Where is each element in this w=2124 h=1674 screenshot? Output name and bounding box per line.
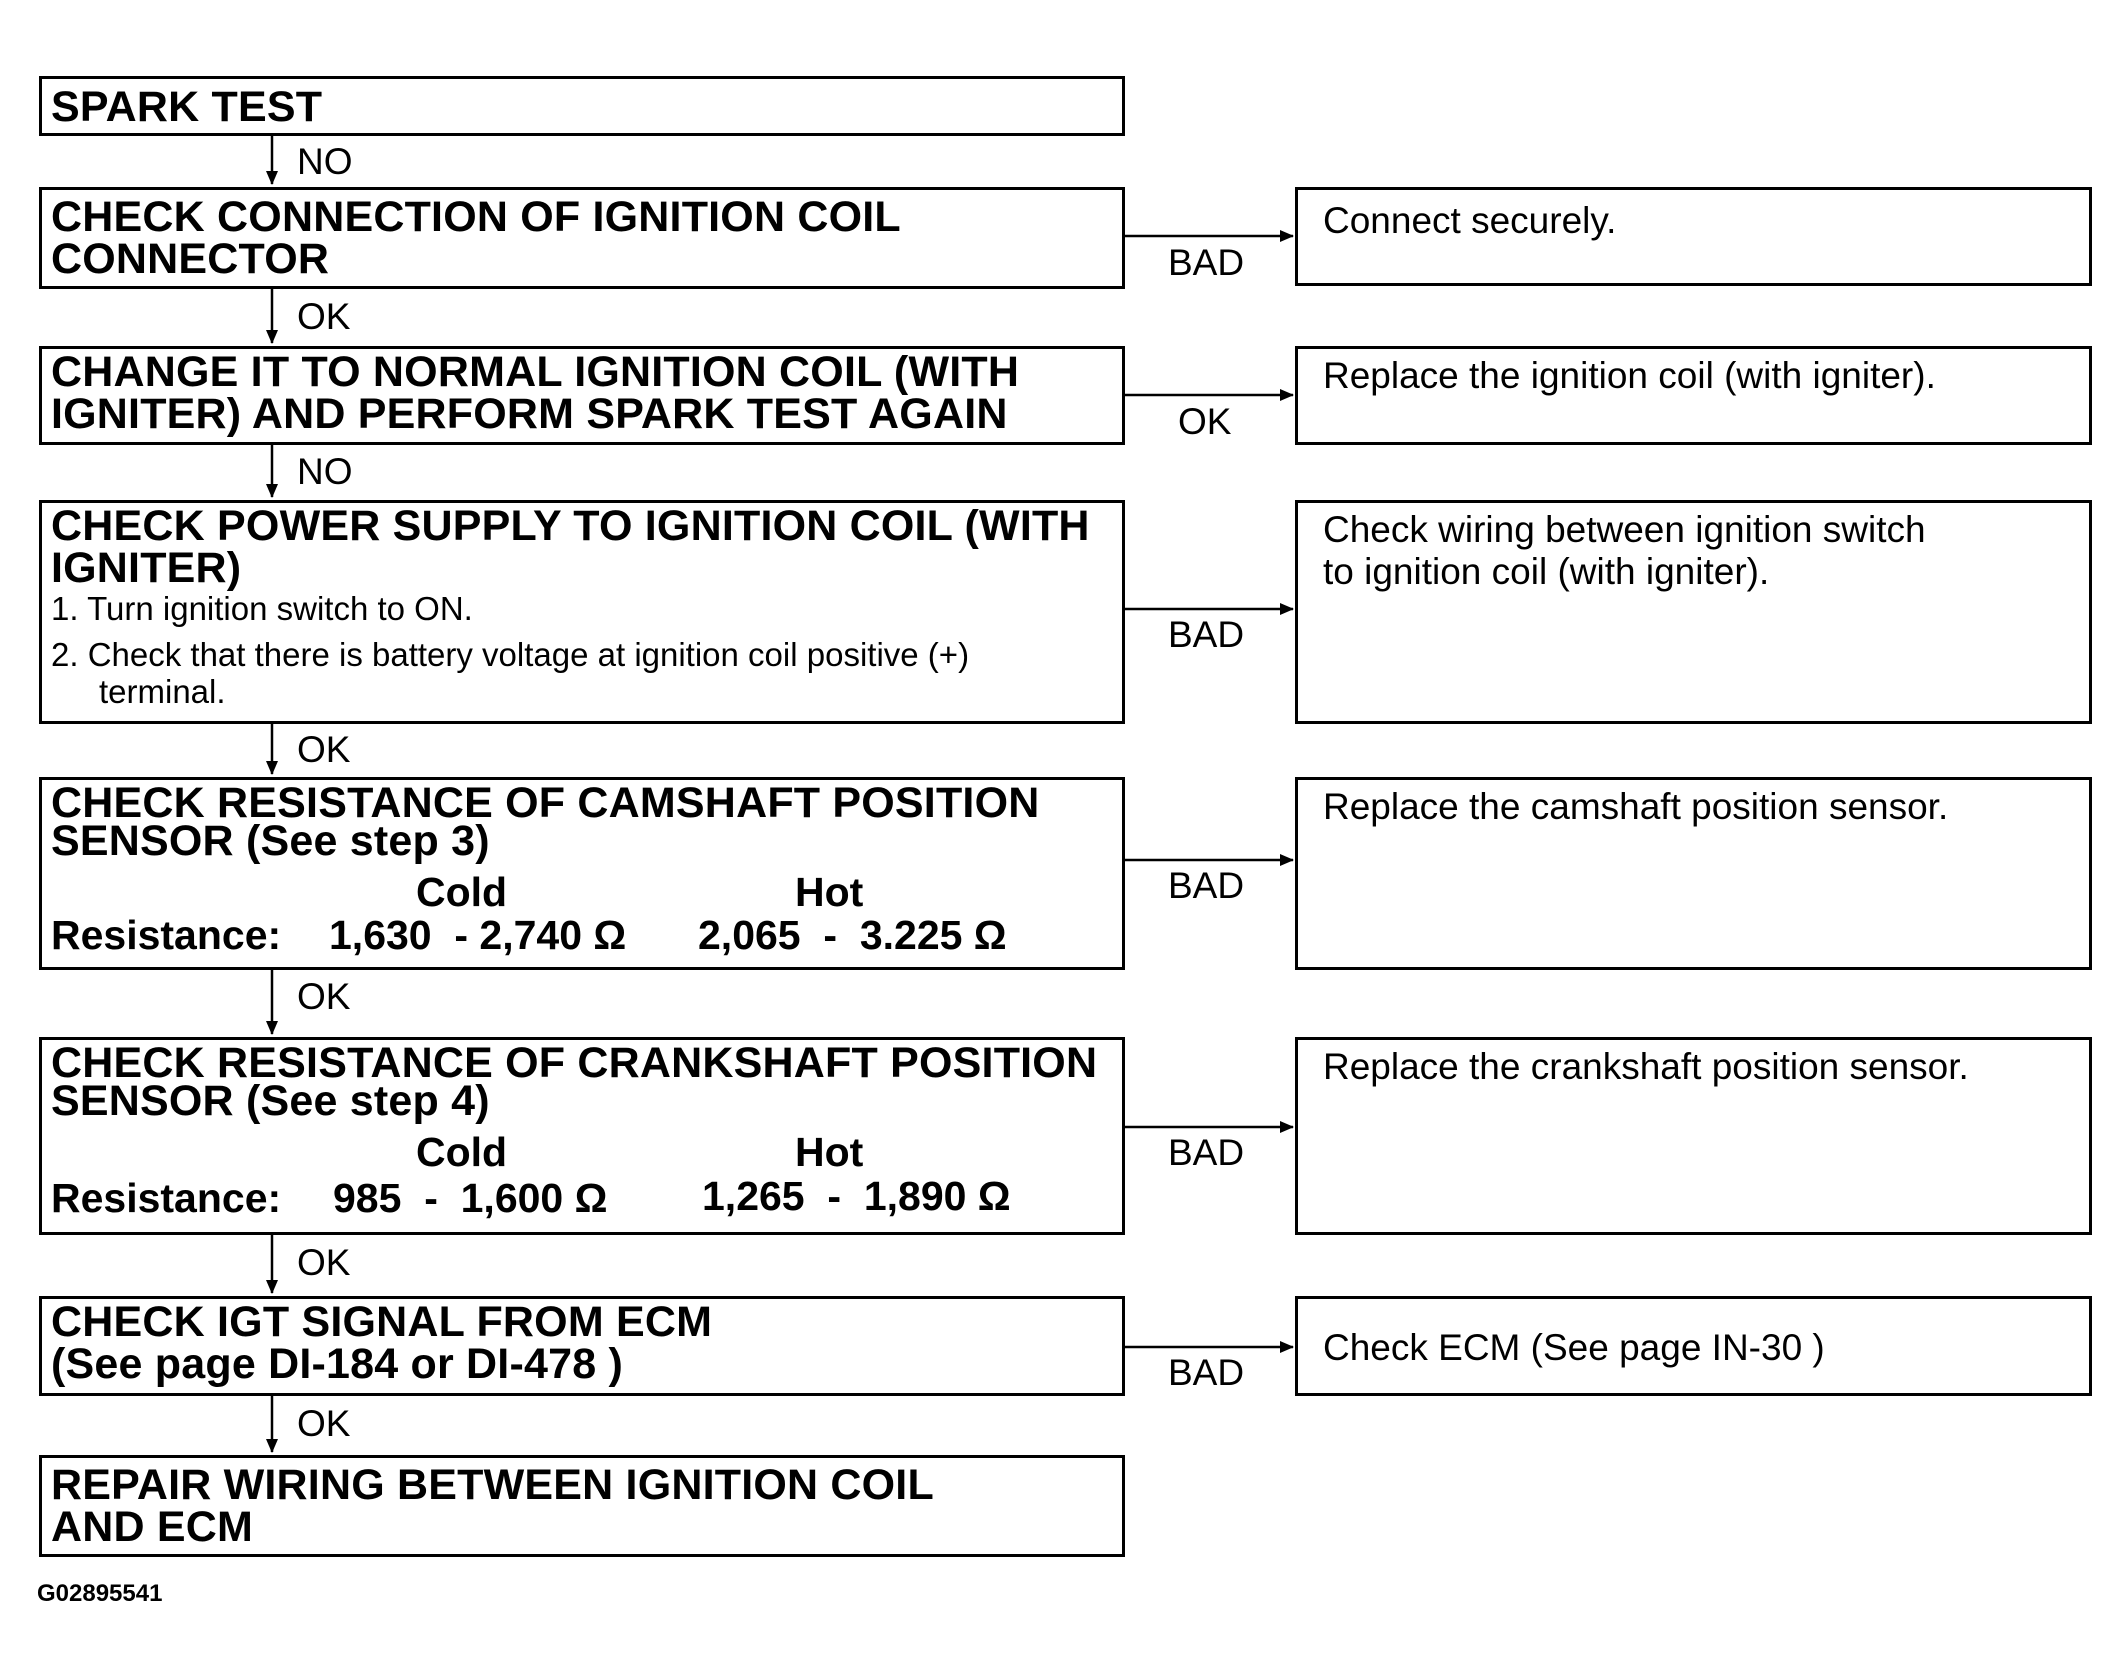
cold-header: Cold — [416, 1129, 508, 1175]
result-check-ecm: Check ECM (See page IN-30 ) — [1295, 1296, 2092, 1396]
hot-header: Hot — [795, 869, 864, 915]
step-repair-wiring: REPAIR WIRING BETWEEN IGNITION COIL AND … — [39, 1455, 1125, 1557]
instruction-2: 2. Check that there is battery voltage a… — [51, 636, 970, 673]
side-label-5: BAD — [1168, 1132, 1245, 1173]
instruction-1: 1. Turn ignition switch to ON. — [51, 590, 473, 627]
step-title-line2: CONNECTOR — [51, 235, 330, 283]
result-text: Replace the crankshaft position sensor. — [1323, 1046, 1969, 1087]
down-label-1: NO — [297, 141, 353, 182]
step-check-camshaft-sensor: CHECK RESISTANCE OF CAMSHAFT POSITION SE… — [39, 777, 1125, 970]
result-replace-crankshaft-sensor: Replace the crankshaft position sensor. — [1295, 1037, 2092, 1235]
resistance-label: Resistance: — [51, 912, 282, 958]
step-check-igt-signal: CHECK IGT SIGNAL FROM ECM (See page DI-1… — [39, 1296, 1125, 1396]
down-label-7: OK — [297, 1403, 351, 1444]
step-title-line1: CHECK RESISTANCE OF CRANKSHAFT POSITION — [51, 1039, 1098, 1087]
hot-resistance-value: 2,065 - 3.225 Ω — [698, 912, 1007, 958]
step-title: SPARK TEST — [51, 83, 323, 131]
result-connect-securely: Connect securely. — [1295, 187, 2092, 286]
step-title-line2: IGNITER) — [51, 544, 242, 592]
hot-header: Hot — [795, 1129, 864, 1175]
step-title-line1: CHECK CONNECTION OF IGNITION COIL — [51, 193, 901, 241]
side-label-1: BAD — [1168, 242, 1245, 283]
down-label-2: OK — [297, 296, 351, 337]
result-text: Replace the ignition coil (with igniter)… — [1323, 355, 1936, 396]
result-text: Check ECM (See page IN-30 ) — [1323, 1327, 1825, 1368]
down-label-6: OK — [297, 1242, 351, 1283]
side-label-3: BAD — [1168, 614, 1245, 655]
step-spark-test: SPARK TEST — [39, 76, 1125, 136]
result-replace-camshaft-sensor: Replace the camshaft position sensor. — [1295, 777, 2092, 970]
step-change-coil: CHANGE IT TO NORMAL IGNITION COIL (WITH … — [39, 346, 1125, 445]
cold-resistance-value: 1,630 - 2,740 Ω — [329, 912, 627, 958]
step-title-line2: SENSOR (See step 4) — [51, 1077, 490, 1125]
step-check-power-supply: CHECK POWER SUPPLY TO IGNITION COIL (WIT… — [39, 500, 1125, 724]
down-label-5: OK — [297, 976, 351, 1017]
step-title-line1: CHECK POWER SUPPLY TO IGNITION COIL (WIT… — [51, 502, 1090, 550]
result-text-line1: Check wiring between ignition switch — [1323, 509, 1926, 550]
side-label-4: BAD — [1168, 865, 1245, 906]
result-check-wiring: Check wiring between ignition switch to … — [1295, 500, 2092, 724]
cold-resistance-value: 985 - 1,600 Ω — [333, 1175, 608, 1221]
step-title-line2: IGNITER) AND PERFORM SPARK TEST AGAIN — [51, 390, 1008, 438]
step-check-crankshaft-sensor: CHECK RESISTANCE OF CRANKSHAFT POSITION … — [39, 1037, 1125, 1235]
result-replace-ignition-coil: Replace the ignition coil (with igniter)… — [1295, 346, 2092, 445]
step-title-line2: AND ECM — [51, 1503, 254, 1551]
step-title-line2: (See page DI-184 or DI-478 ) — [51, 1340, 623, 1388]
figure-id: G02895541 — [37, 1580, 163, 1607]
resistance-label: Resistance: — [51, 1175, 282, 1221]
side-label-2: OK — [1178, 401, 1232, 442]
down-label-3: NO — [297, 451, 353, 492]
result-text-line2: to ignition coil (with igniter). — [1323, 551, 1770, 592]
hot-resistance-value: 1,265 - 1,890 Ω — [702, 1173, 1011, 1219]
side-label-6: BAD — [1168, 1352, 1245, 1393]
step-check-connection: CHECK CONNECTION OF IGNITION COIL CONNEC… — [39, 187, 1125, 289]
cold-header: Cold — [416, 869, 508, 915]
step-title-line2: SENSOR (See step 3) — [51, 817, 490, 865]
step-title-line1: CHECK IGT SIGNAL FROM ECM — [51, 1298, 713, 1346]
instruction-2-cont: terminal. — [99, 673, 226, 710]
result-text: Replace the camshaft position sensor. — [1323, 786, 1949, 827]
step-title-line1: CHECK RESISTANCE OF CAMSHAFT POSITION — [51, 779, 1040, 827]
result-text: Connect securely. — [1323, 200, 1617, 241]
step-title-line1: REPAIR WIRING BETWEEN IGNITION COIL — [51, 1461, 934, 1509]
down-label-4: OK — [297, 729, 351, 770]
step-title-line1: CHANGE IT TO NORMAL IGNITION COIL (WITH — [51, 348, 1020, 396]
